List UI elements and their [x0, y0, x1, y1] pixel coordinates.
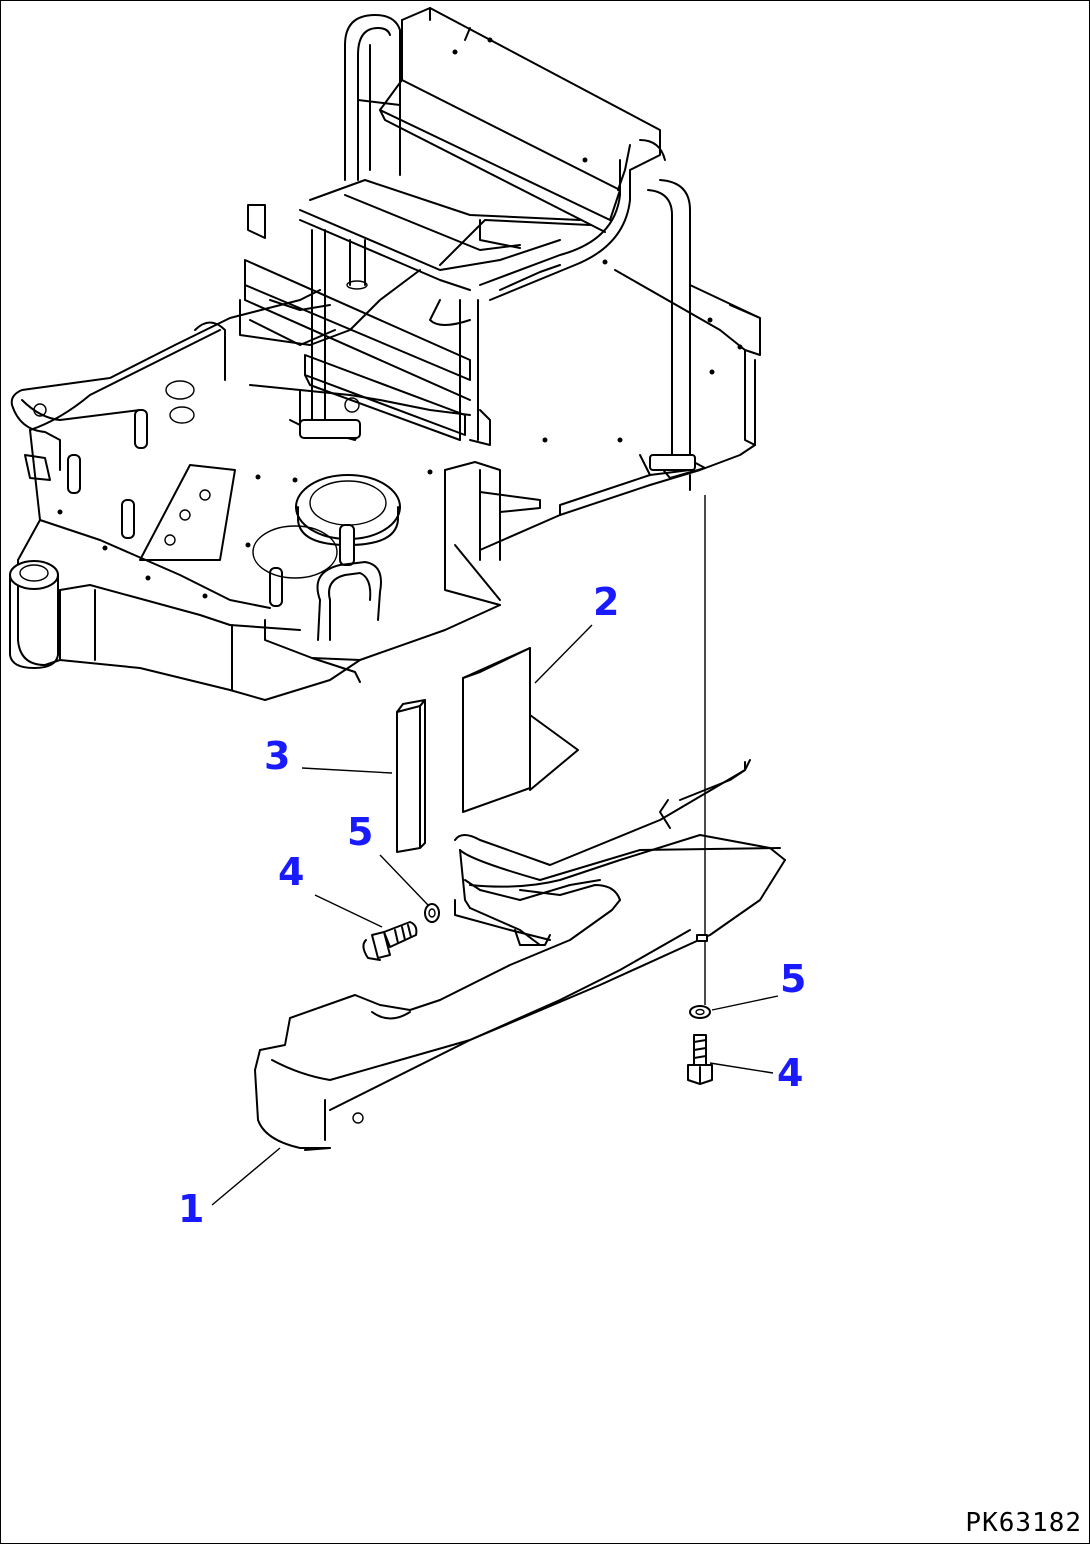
callout-4-bolt-right: 4 [777, 1051, 804, 1095]
callout-3-sponge: 3 [264, 734, 291, 778]
callout-5-washer-left: 5 [347, 810, 374, 854]
bolt-and-washer-right [687, 495, 713, 1085]
seat-frame [244, 7, 706, 479]
bolt-and-washer-left [362, 903, 440, 961]
callout-5-washer-right: 5 [780, 957, 807, 1001]
revolving-frame [9, 37, 761, 701]
drawing-code: PK63182 [965, 1508, 1082, 1538]
callout-4-bolt-left: 4 [278, 850, 305, 894]
callout-2-insulator: 2 [593, 580, 620, 624]
leader-lines [211, 624, 779, 1206]
part-3-sponge [396, 699, 426, 853]
part-2-insulator [462, 647, 579, 813]
callout-1-counterweight: 1 [178, 1187, 205, 1231]
